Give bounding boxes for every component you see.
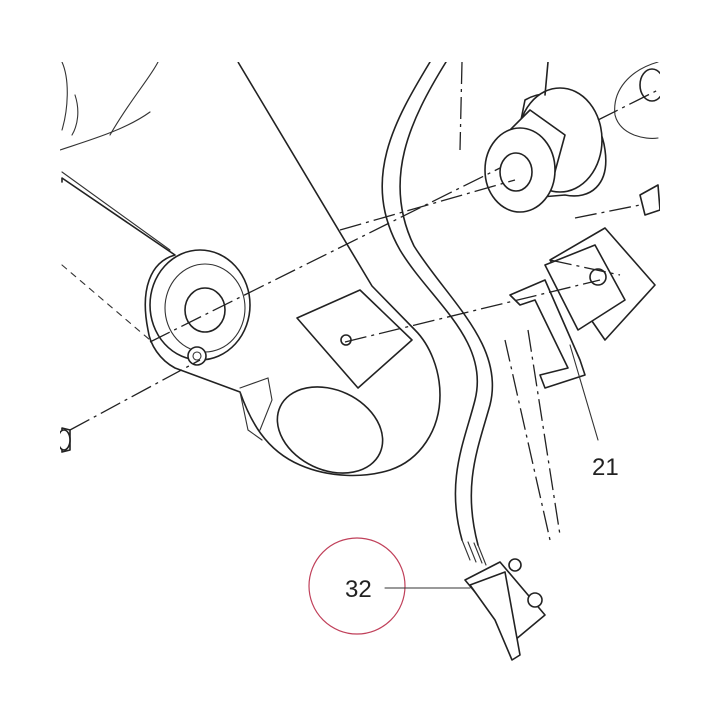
top-margin [0,0,720,62]
sensor-connector [461,539,546,661]
sensor-bracket [509,227,656,389]
sensor-cable [381,61,494,546]
callout-32[interactable]: 32 [308,537,471,635]
right-margin [660,0,720,720]
bolt-top [639,184,661,216]
callout-21: 21 [569,344,619,481]
frame-arm [59,61,441,477]
bolt-left [57,427,71,453]
highlight-circle [308,537,406,635]
part-number-21: 21 [592,454,619,481]
assembly-lines [69,61,659,541]
left-margin [0,0,60,720]
roller-spacer [484,61,607,213]
part-number-32: 32 [345,576,372,603]
right-partial-part [614,61,665,139]
